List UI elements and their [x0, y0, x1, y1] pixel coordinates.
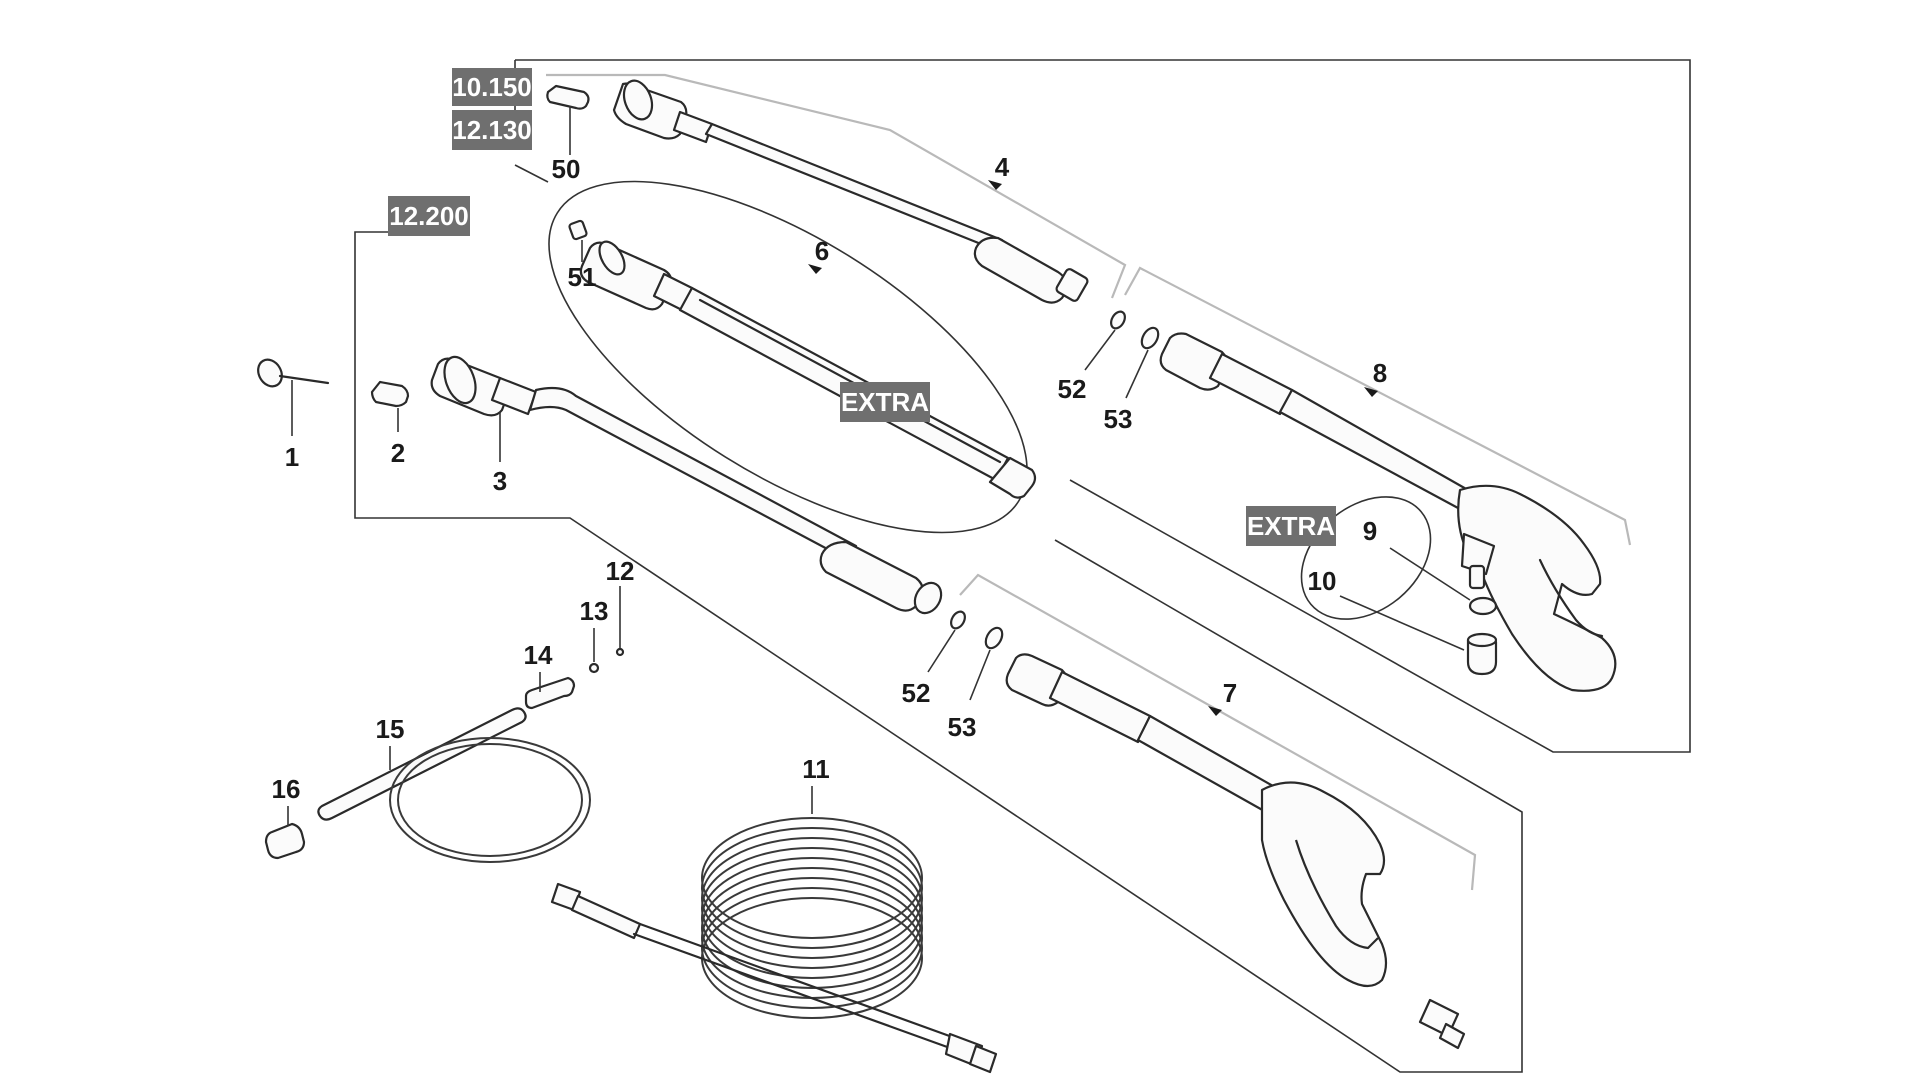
label-part-6: 6 [815, 236, 829, 266]
frame-upper-group-lead [514, 164, 549, 183]
label-part-13: 13 [580, 596, 609, 626]
label-part-12: 12 [606, 556, 635, 586]
tag-12200: 12.200 [389, 201, 469, 231]
arrow-7 [1208, 706, 1222, 716]
label-part-15: 15 [376, 714, 405, 744]
tag-extra-lance: EXTRA [841, 387, 929, 417]
part-4-lance [612, 79, 1089, 304]
label-part-7: 7 [1223, 678, 1237, 708]
tag-12130: 12.130 [452, 115, 532, 145]
part-50-nozzle [546, 84, 590, 155]
label-part-3: 3 [493, 466, 507, 496]
frame-upper-group [515, 59, 1691, 753]
label-part-10: 10 [1308, 566, 1337, 596]
part-52-oring-lower [927, 610, 966, 673]
label-part-52-upper: 52 [1058, 374, 1087, 404]
label-part-9: 9 [1363, 516, 1377, 546]
arrow-4 [988, 180, 1002, 190]
part-13-oring [588, 628, 600, 674]
tag-10150-box [452, 68, 532, 106]
label-part-53-lower: 53 [948, 712, 977, 742]
frame-12200-group [354, 231, 1523, 1073]
part-10-nozzle [1339, 595, 1498, 676]
extra-lance-ellipse [548, 180, 1028, 534]
label-part-52-lower: 52 [902, 678, 931, 708]
tag-12130-box [452, 110, 532, 150]
label-part-50: 50 [552, 154, 581, 184]
bracket-gun-8 [1124, 266, 1632, 546]
label-part-16: 16 [272, 774, 301, 804]
label-part-1: 1 [285, 442, 299, 472]
part-7-spray-gun [1005, 653, 1466, 1050]
part-16-fitting [264, 806, 306, 860]
label-part-8: 8 [1373, 358, 1387, 388]
label-part-51: 51 [568, 262, 597, 292]
arrow-6 [808, 264, 822, 274]
tag-10150: 10.150 [452, 72, 532, 102]
part-9-nozzle [1389, 547, 1498, 616]
part-2-nozzle [370, 380, 410, 432]
extra-nozzles-ellipse [1300, 496, 1432, 620]
part-3-lance [430, 355, 943, 615]
part-15-tube [317, 707, 591, 863]
part-11-hose-coil [550, 786, 998, 1074]
part-53-oring-lower [969, 626, 1004, 701]
tag-12200-box [388, 196, 470, 236]
part-8-spray-gun [1159, 332, 1617, 692]
tag-extra-lance-box [840, 382, 930, 422]
label-part-53-upper: 53 [1104, 404, 1133, 434]
tag-extra-nozzles: EXTRA [1247, 511, 1335, 541]
part-14-coupler [524, 672, 576, 710]
part-53-oring-upper [1125, 326, 1160, 399]
part-12-oring [615, 586, 625, 657]
tag-extra-nozzles-box [1246, 506, 1336, 546]
part-52-oring-upper [1084, 310, 1126, 371]
label-part-11: 11 [802, 754, 830, 784]
label-part-4: 4 [995, 152, 1010, 182]
bracket-lance-4 [546, 73, 1127, 299]
bracket-gun-7 [959, 573, 1477, 891]
label-part-2: 2 [391, 438, 405, 468]
label-part-14: 14 [524, 640, 553, 670]
arrow-8 [1364, 387, 1378, 397]
part-6-lance [568, 219, 1037, 499]
part-1-clean-needle [257, 358, 330, 436]
